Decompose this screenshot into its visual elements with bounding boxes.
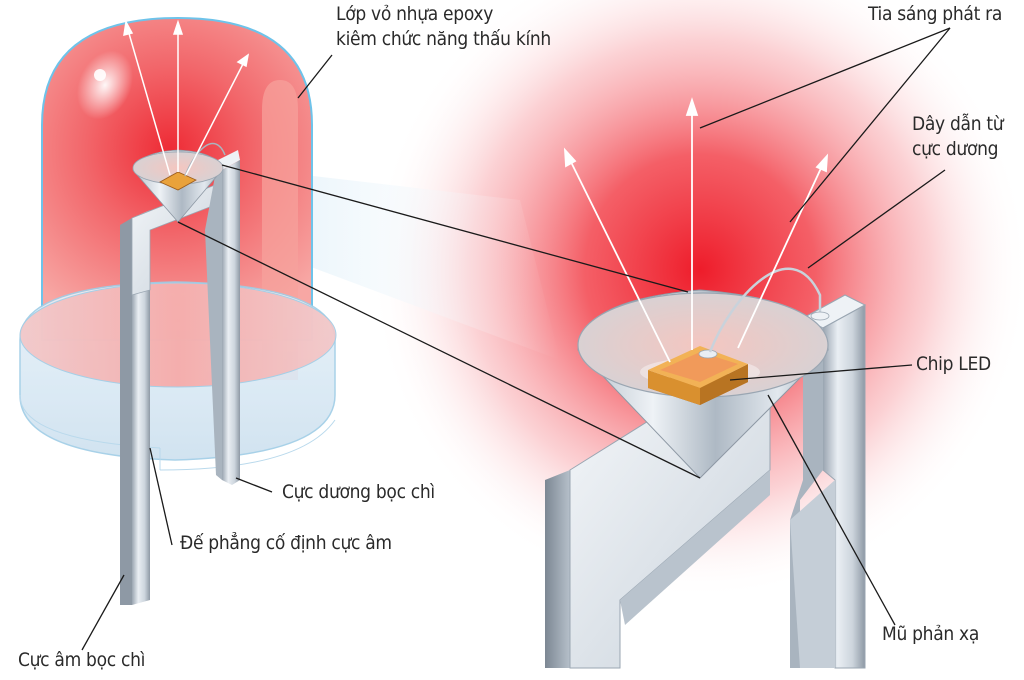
base-label: Đế phẳng cố định cực âm bbox=[180, 531, 392, 556]
epoxy-label: Lớp vỏ nhựa epoxy kiêm chức năng thấu kí… bbox=[336, 2, 551, 52]
reflector-label: Mũ phản xạ bbox=[882, 622, 979, 647]
cathode-label: Cực âm bọc chì bbox=[18, 648, 145, 673]
wire-label: Dây dẫn từ cực dương bbox=[912, 112, 1003, 162]
epoxy-label-line2: kiêm chức năng thấu kính bbox=[336, 27, 551, 52]
anode-label: Cực dương bọc chì bbox=[282, 480, 435, 505]
rays-label: Tia sáng phát ra bbox=[868, 2, 1002, 27]
epoxy-label-line1: Lớp vỏ nhựa epoxy bbox=[336, 2, 551, 27]
led-left bbox=[20, 18, 336, 605]
wire-label-line1: Dây dẫn từ bbox=[912, 112, 1003, 137]
chip-label: Chip LED bbox=[916, 352, 991, 377]
wire-label-line2: cực dương bbox=[912, 137, 1003, 162]
